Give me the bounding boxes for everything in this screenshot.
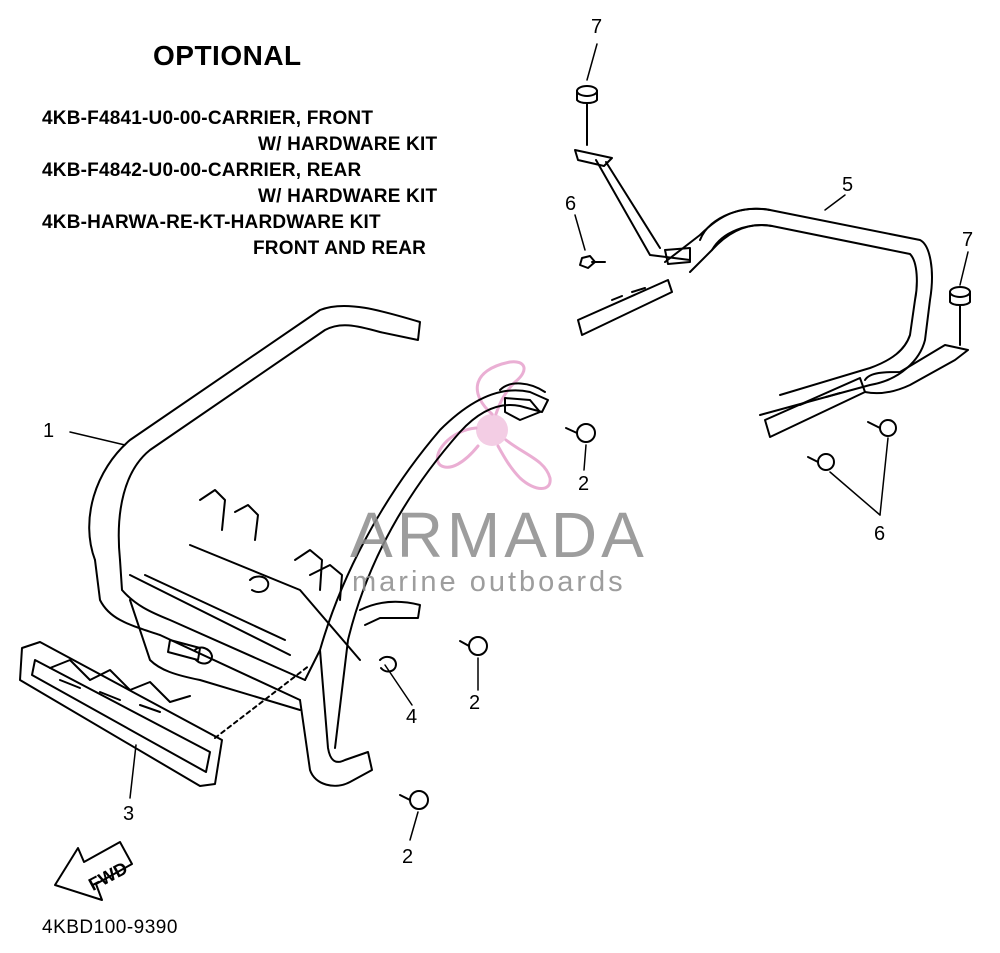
callout-3: 3 — [123, 803, 135, 825]
bolt — [565, 423, 596, 443]
bolt — [399, 790, 429, 810]
parts-list-line: 4KB-F4842-U0-00-CARRIER, REAR — [42, 160, 362, 181]
watermark-subtitle: marine outboards — [352, 566, 626, 598]
callout-6: 6 — [874, 523, 886, 545]
callout-1: 1 — [43, 420, 55, 442]
bolt — [867, 419, 897, 437]
bolt — [807, 453, 835, 471]
watermark-logo — [436, 360, 552, 490]
bolt — [459, 636, 488, 656]
rear-carrier — [574, 149, 969, 438]
leader-lines — [69, 43, 969, 841]
callout-4: 4 — [406, 706, 418, 728]
parts-list-line: 4KB-HARWA-RE-KT-HARDWARE KIT — [42, 212, 381, 233]
callout-7: 7 — [591, 16, 603, 38]
assembly-line — [214, 664, 311, 739]
callout-7: 7 — [962, 229, 974, 251]
rubber-cap — [949, 286, 971, 346]
callout-2: 2 — [578, 473, 590, 495]
callout-2: 2 — [469, 692, 481, 714]
bolt — [579, 255, 606, 269]
callout-2: 2 — [402, 846, 414, 868]
mesh-plate — [19, 641, 223, 787]
rubber-cap — [576, 85, 598, 146]
page-title: OPTIONAL — [153, 40, 302, 71]
parts-list-line: W/ HARDWARE KIT — [258, 134, 438, 155]
diagram-id: 4KBD100-9390 — [42, 917, 178, 938]
parts-list-line: 4KB-F4841-U0-00-CARRIER, FRONT — [42, 108, 374, 129]
front-carrier — [88, 304, 549, 787]
watermark-name: ARMADA — [350, 499, 648, 571]
callout-5: 5 — [842, 174, 854, 196]
callout-6: 6 — [565, 193, 577, 215]
fwd-label: FWD — [85, 858, 131, 895]
parts-list-line: FRONT AND REAR — [253, 238, 427, 259]
parts-list-line: W/ HARDWARE KIT — [258, 186, 438, 207]
fwd-arrow-icon — [54, 841, 133, 901]
